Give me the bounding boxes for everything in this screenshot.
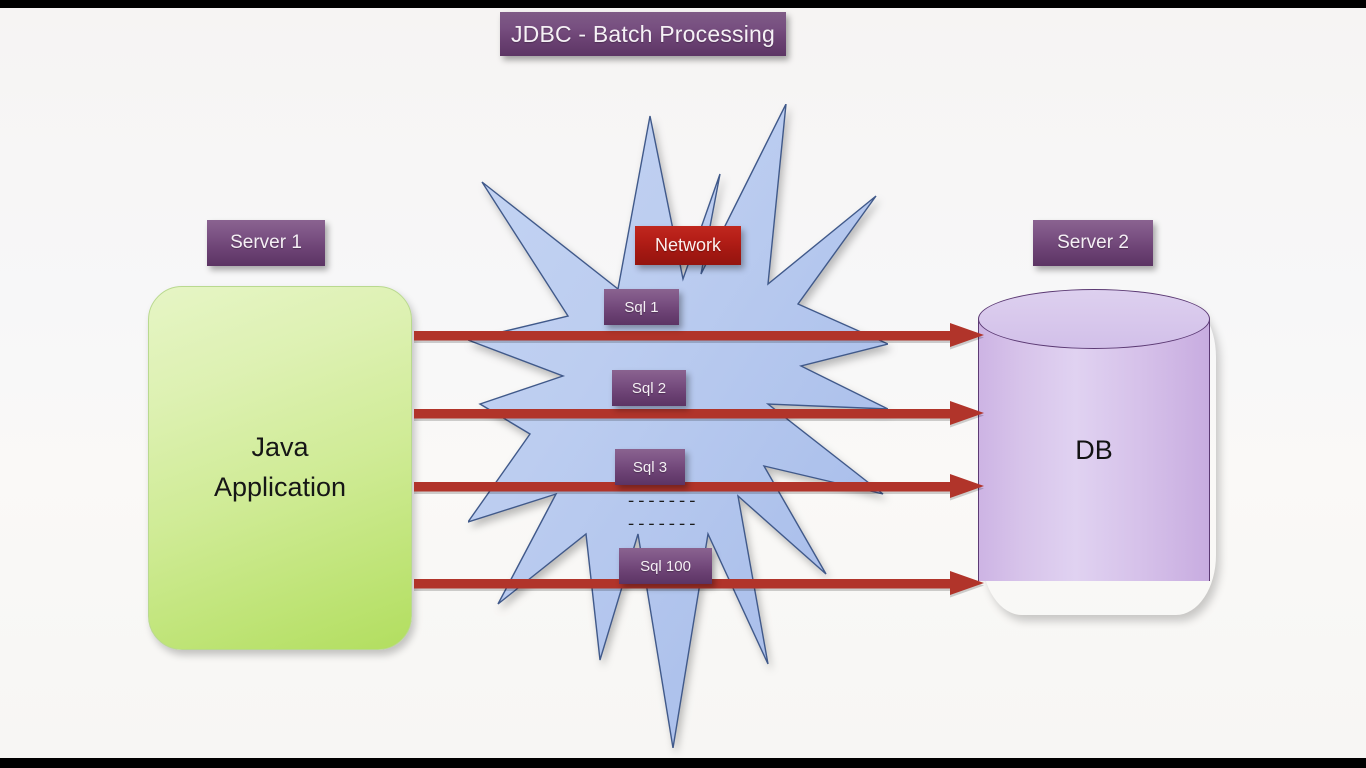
db-label: DB (1075, 434, 1113, 465)
continuation-dashes-line-1: ------- (626, 493, 698, 512)
sql-1-label[interactable]: Sql 1 (604, 289, 679, 325)
db-cylinder-top-ellipse (978, 289, 1210, 349)
continuation-dashes-line-2: ------- (626, 516, 698, 535)
server-1-label[interactable]: Server 1 (207, 220, 325, 266)
slide-title-banner: JDBC - Batch Processing (500, 12, 786, 56)
java-application-label: Java Application (213, 432, 347, 502)
sql-3-label[interactable]: Sql 3 (615, 449, 685, 485)
sql-100-label[interactable]: Sql 100 (619, 548, 712, 584)
letterbox-bottom-bar (0, 758, 1366, 768)
database-cylinder-icon[interactable]: DB (978, 289, 1210, 611)
explosion-burst-icon (465, 103, 891, 749)
sql-3-arrow (414, 470, 986, 504)
page-title: JDBC - Batch Processing (510, 20, 776, 47)
slide-canvas: Java Application DB (0, 8, 1366, 758)
server-2-label[interactable]: Server 2 (1033, 220, 1153, 266)
sql-2-label[interactable]: Sql 2 (612, 370, 686, 406)
sql-1-arrow (414, 319, 986, 353)
db-cylinder-body (978, 319, 1210, 581)
sql-2-arrow (414, 397, 986, 431)
java-application-node[interactable]: Java Application (148, 286, 412, 650)
network-label[interactable]: Network (635, 226, 741, 265)
letterbox-top-bar (0, 0, 1366, 8)
